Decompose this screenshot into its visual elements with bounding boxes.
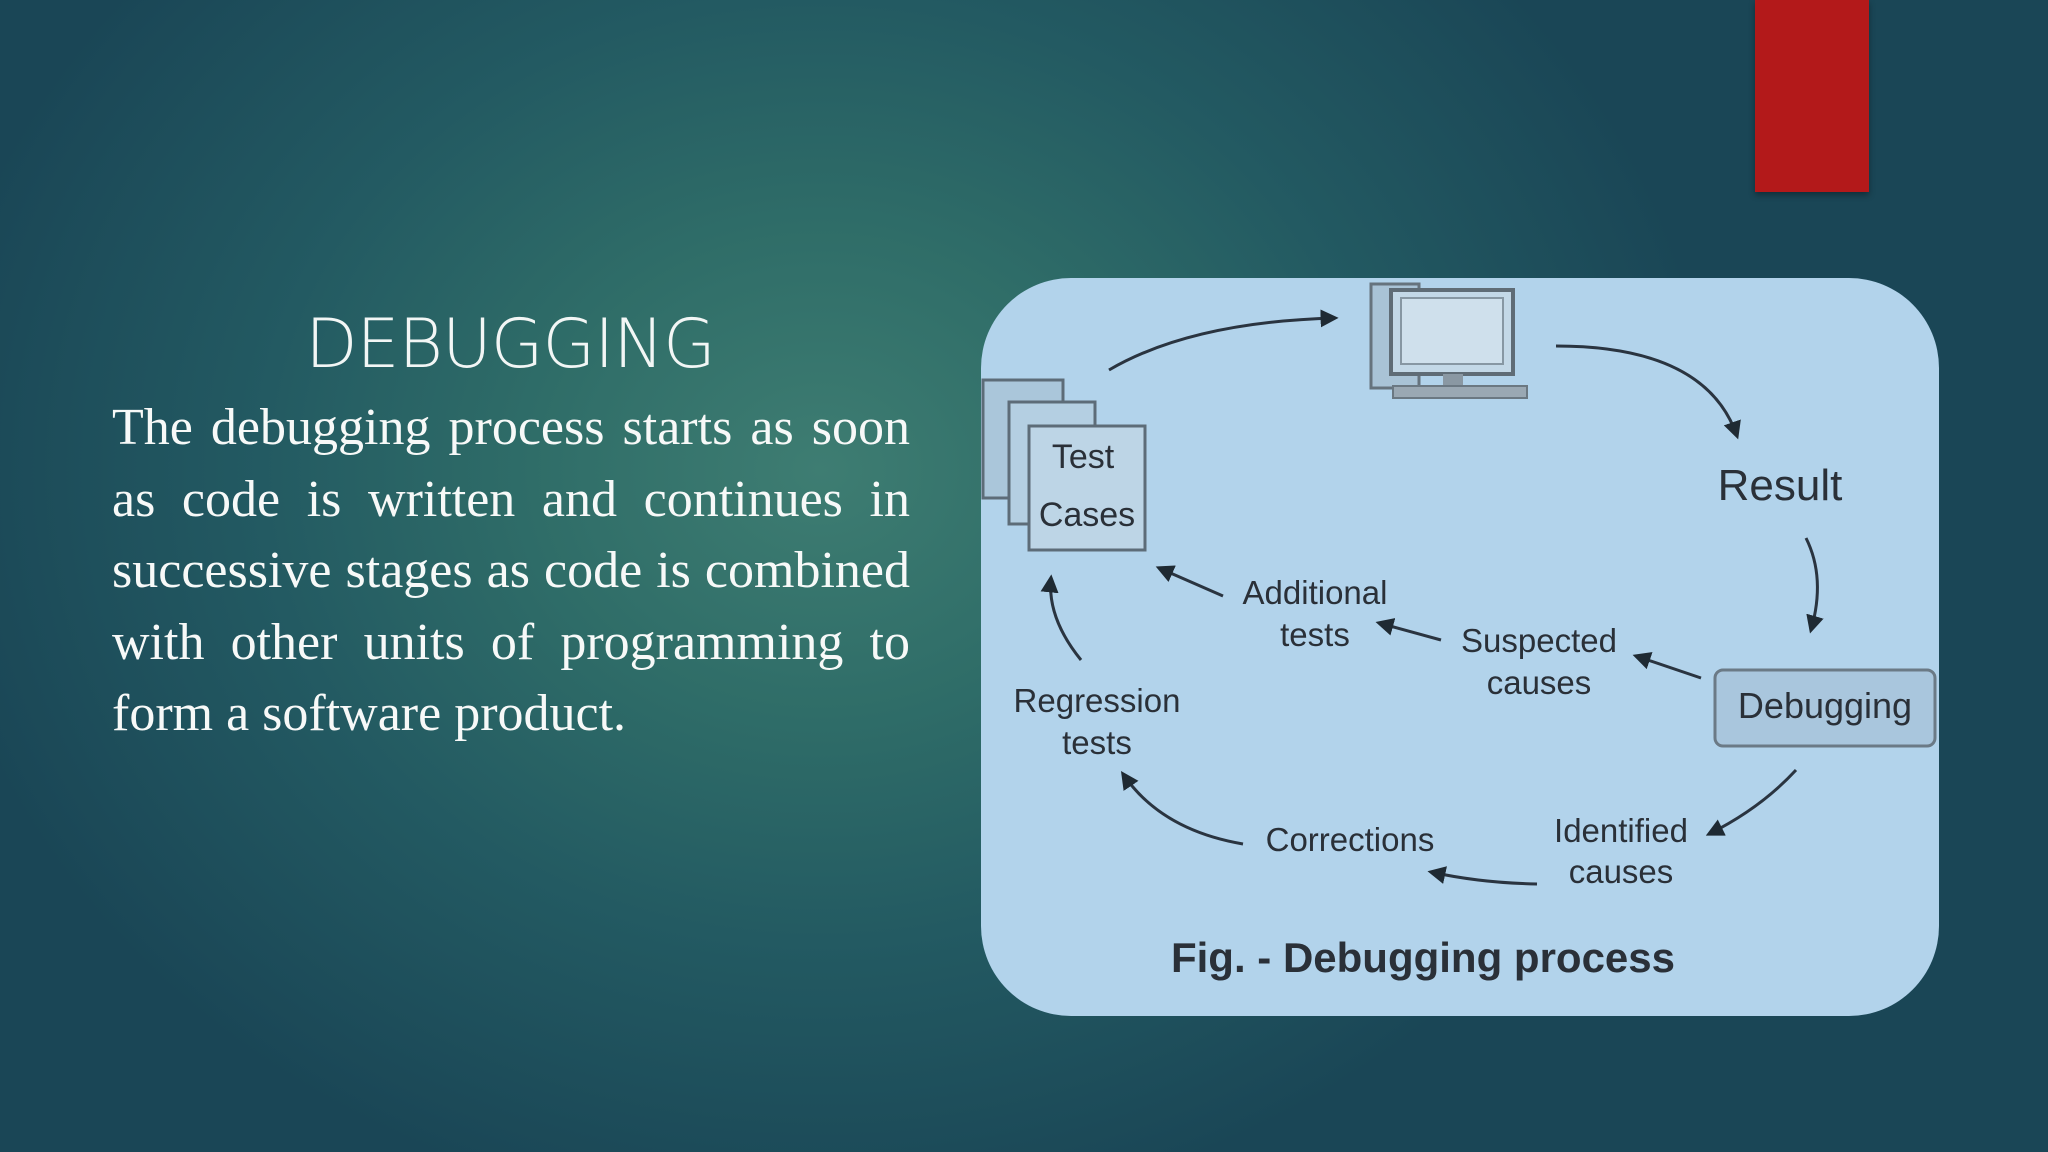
debugging-process-diagram: Test Cases Result (981, 282, 1937, 981)
regression-tests-label-line1: Regression (1014, 682, 1181, 719)
arrow-result-to-debugging (1804, 537, 1824, 634)
identified-causes-label-line2: causes (1569, 853, 1674, 890)
figure-caption: Fig. - Debugging process (1171, 934, 1675, 981)
test-cases-label-line1: Test (1052, 438, 1115, 476)
red-accent-tab (1755, 0, 1869, 192)
test-cases-label-line2: Cases (1039, 496, 1135, 534)
arrow-debugging-to-identified (1705, 768, 1798, 836)
slide-title: DEBUGGING (305, 305, 716, 384)
slide-body-text: The debugging process starts as soon as … (112, 399, 910, 742)
corrections-label: Corrections (1266, 821, 1435, 858)
result-label: Result (1718, 461, 1843, 510)
arrow-regression-to-testcases (1040, 574, 1083, 661)
arrow-debugging-to-suspected (1632, 652, 1702, 680)
debugging-box (1713, 668, 1937, 748)
desktop-computer-icon (1369, 282, 1528, 399)
stacked-documents-icon (981, 378, 1147, 552)
debugging-process-figure: Test Cases Result (981, 278, 1939, 1016)
arrow-computer-to-result (1555, 344, 1741, 440)
suspected-causes-label-line2: causes (1487, 664, 1592, 701)
arrow-testcases-to-computer (1108, 309, 1339, 372)
arrow-identified-to-corrections (1427, 866, 1538, 886)
arrow-suspected-to-additional (1375, 618, 1442, 642)
suspected-causes-label-line1: Suspected (1461, 622, 1617, 659)
arrow-additional-to-testcases (1155, 565, 1224, 598)
debugging-label: Debugging (1738, 685, 1912, 726)
regression-tests-label-line2: tests (1062, 724, 1132, 761)
identified-causes-label-line1: Identified (1554, 812, 1688, 849)
arrow-corrections-to-regression (1120, 771, 1244, 846)
additional-tests-label-line1: Additional (1243, 574, 1388, 611)
additional-tests-label-line2: tests (1280, 616, 1350, 653)
